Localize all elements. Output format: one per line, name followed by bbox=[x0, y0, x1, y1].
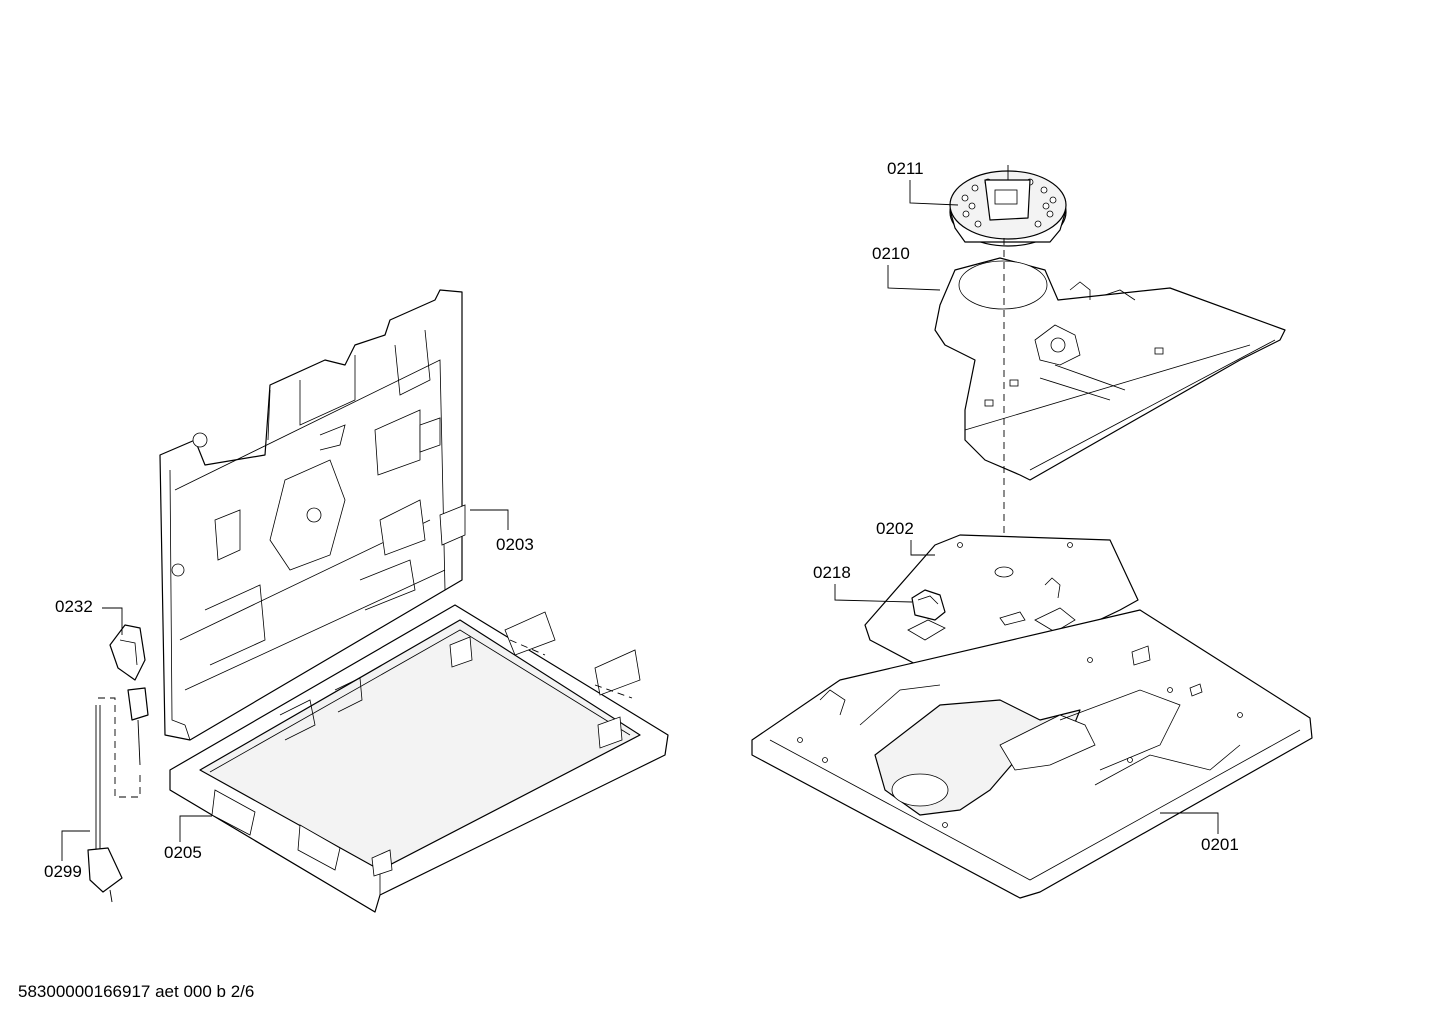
connector-0232 bbox=[109, 624, 149, 766]
base-frame-0201 bbox=[751, 609, 1313, 899]
mains-cable-0299 bbox=[87, 705, 123, 903]
label-0232: 0232 bbox=[55, 597, 93, 616]
back-wall-0203 bbox=[159, 289, 466, 741]
label-0299: 0299 bbox=[44, 862, 82, 881]
base-tray-0205 bbox=[169, 604, 669, 913]
label-0211: 0211 bbox=[887, 159, 924, 178]
label-0218: 0218 bbox=[813, 563, 851, 582]
label-0210: 0210 bbox=[872, 244, 910, 263]
label-0201: 0201 bbox=[1201, 835, 1239, 854]
label-0205: 0205 bbox=[164, 843, 202, 862]
cover-plate-0202 bbox=[864, 534, 1139, 686]
fan-housing-0210 bbox=[934, 257, 1286, 481]
label-0203: 0203 bbox=[496, 535, 534, 554]
fan-wheel-0211 bbox=[949, 165, 1067, 247]
leader-lines bbox=[61, 180, 1219, 861]
label-0202: 0202 bbox=[876, 519, 914, 538]
document-footer: 58300000166917 aet 000 b 2/6 bbox=[18, 982, 255, 1001]
bracket-0218 bbox=[911, 589, 946, 621]
assembly-guide-left bbox=[98, 697, 141, 798]
